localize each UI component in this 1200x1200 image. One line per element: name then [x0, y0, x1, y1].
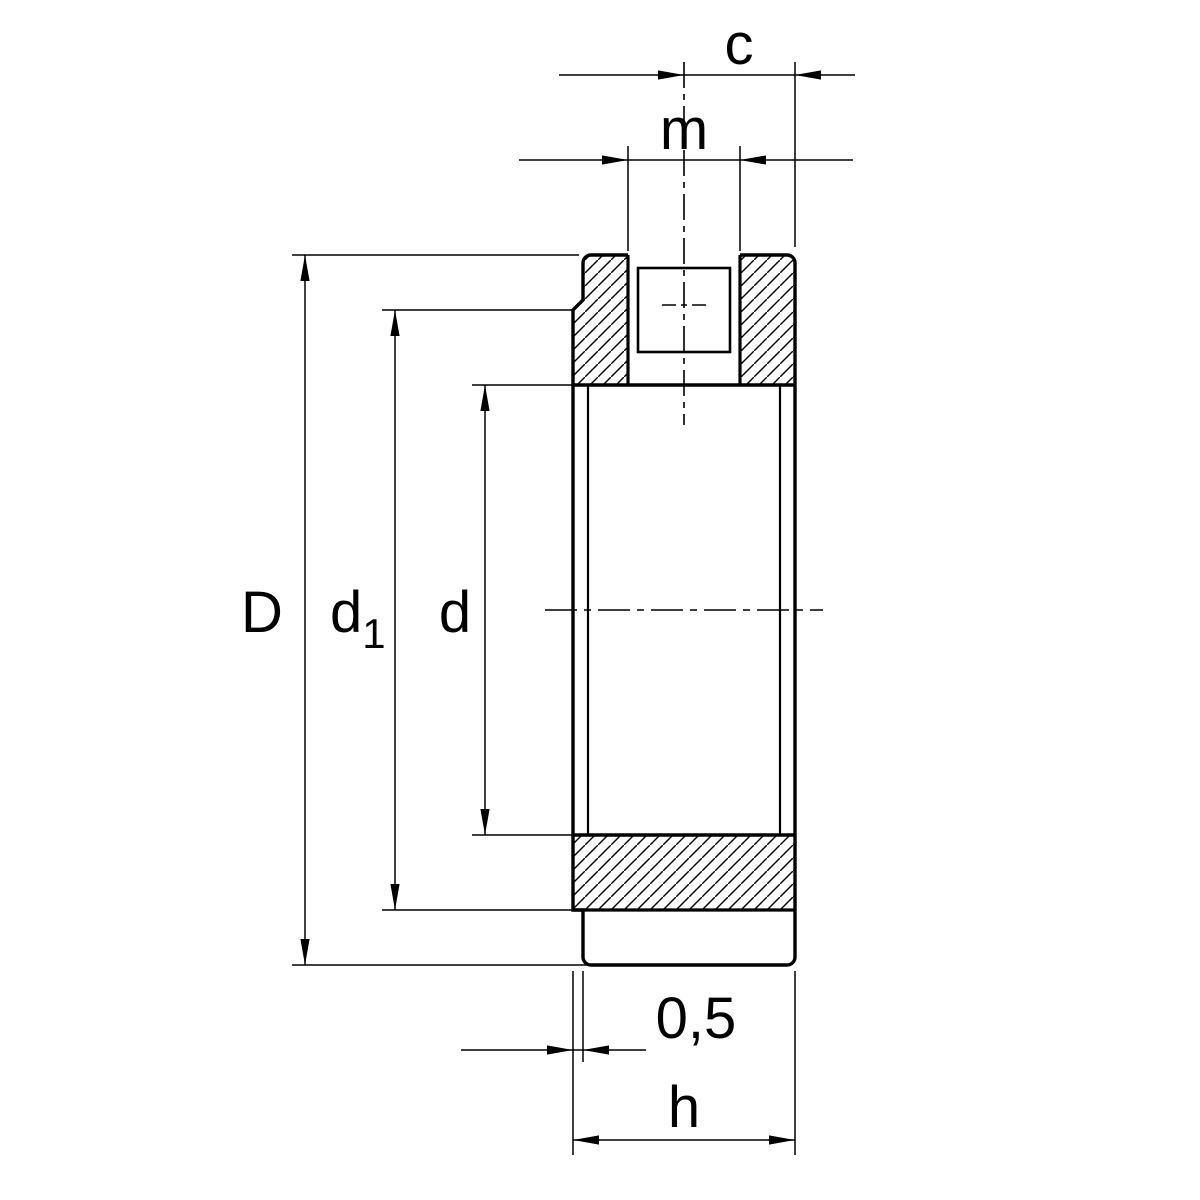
dim-label-h: h [668, 1075, 700, 1140]
dim-d1-arrowheads [390, 310, 400, 910]
dim-label-d1: d1 [330, 580, 386, 657]
dim-c-arrowheads [658, 70, 821, 80]
arrowhead [583, 1045, 609, 1055]
arrowhead [390, 310, 400, 336]
hatch-area-top-right [740, 255, 795, 385]
arrowhead [547, 1045, 573, 1055]
arrowhead [769, 1135, 795, 1145]
nut-outline [571, 253, 797, 967]
dim-D-arrowheads [300, 255, 310, 965]
arrowhead [602, 155, 628, 165]
arrowhead [573, 1135, 599, 1145]
dim-label-D: D [241, 580, 283, 645]
dim-h-arrowheads [573, 1135, 795, 1145]
hatch-area-top-left [573, 255, 628, 385]
arrowhead [480, 385, 490, 411]
dim-label-c: c [725, 12, 754, 77]
dim-label-d1-base: d [330, 580, 362, 645]
dim-label-m: m [660, 97, 708, 162]
hatch-area-bottom [573, 835, 795, 910]
arrowhead [658, 70, 684, 80]
dim-d-arrowheads [480, 385, 490, 835]
dim-label-chamfer: 0,5 [656, 986, 737, 1051]
dim-label-d: d [439, 580, 471, 645]
dim-m-arrowheads [602, 155, 766, 165]
arrowhead [480, 809, 490, 835]
arrowhead [795, 70, 821, 80]
arrowhead [300, 255, 310, 281]
dim-label-d1-subscript: 1 [362, 610, 385, 657]
arrowhead [390, 884, 400, 910]
dim-chamfer-arrowheads [547, 1045, 609, 1055]
arrowhead [740, 155, 766, 165]
arrowhead [300, 939, 310, 965]
